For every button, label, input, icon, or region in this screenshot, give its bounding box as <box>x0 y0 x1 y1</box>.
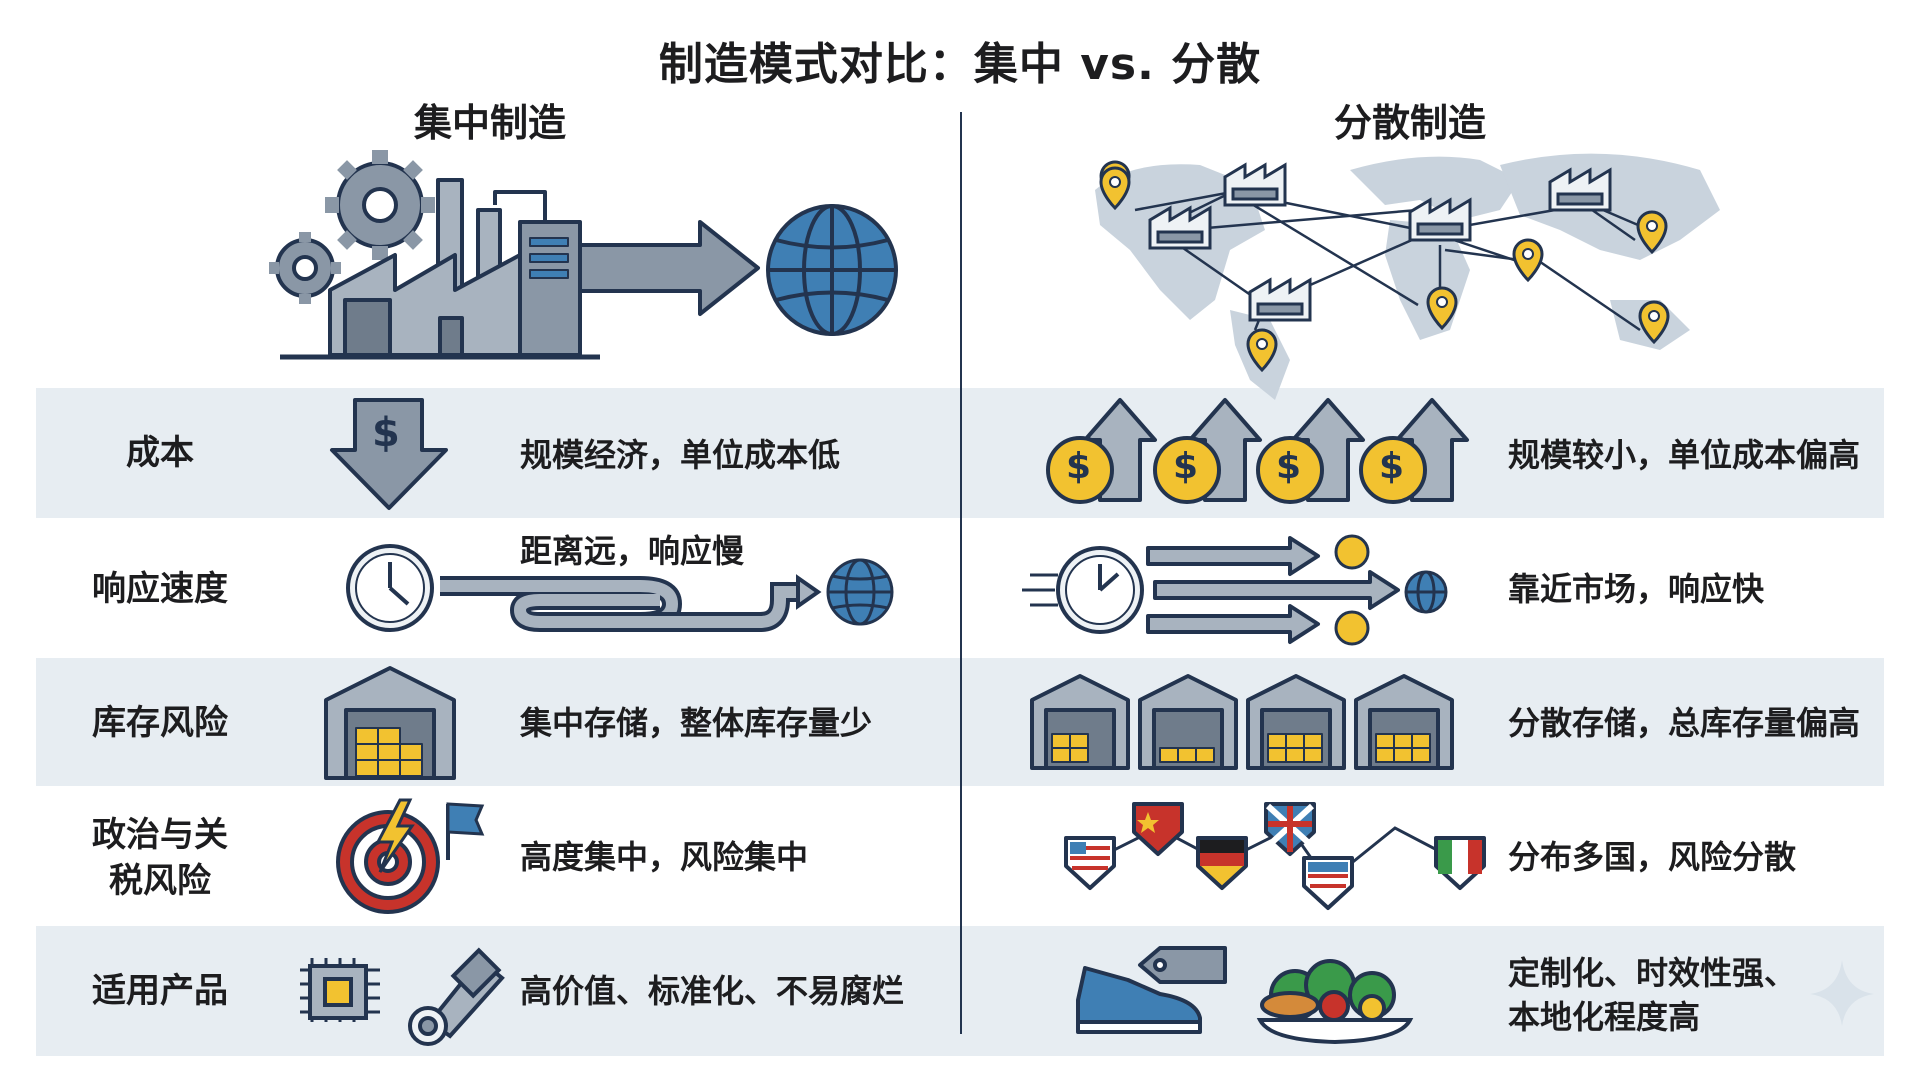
centralized-factory-illustration <box>269 150 898 360</box>
distributed-world-map-illustration <box>1095 153 1720 400</box>
factory-icon <box>1408 197 1472 242</box>
warehouse-icon <box>1138 674 1238 770</box>
coin-dollar-icon: $ <box>1066 446 1092 487</box>
political-centralized-desc: 高度集中，风险集中 <box>520 838 809 876</box>
coin-dollar-icon: $ <box>1379 446 1405 487</box>
us-flag-shield-icon <box>1302 856 1354 910</box>
globe-icon <box>1404 570 1448 614</box>
row-label-response: 响应速度 <box>92 569 228 609</box>
row-label-political-line1: 政治与关 <box>92 815 228 855</box>
factory-icon <box>1548 167 1612 212</box>
germany-flag-shield-icon <box>1196 836 1248 890</box>
sparkle-icon <box>1810 960 1874 1026</box>
clock-icon <box>346 544 434 632</box>
clock-icon <box>1056 546 1144 634</box>
sneaker-icon <box>1076 966 1202 1034</box>
globe-icon <box>826 558 894 626</box>
factory-icon <box>1148 205 1212 250</box>
slow-route-illustration <box>346 544 894 632</box>
row-label-products: 适用产品 <box>92 971 228 1011</box>
coin-dollar-icon: $ <box>1173 446 1199 487</box>
dollar-sign-icon: $ <box>372 410 400 456</box>
fast-delivery-illustration <box>1022 534 1448 646</box>
column-header-distributed: 分散制造 <box>1333 101 1486 145</box>
factory-icon <box>1223 162 1287 207</box>
cost-centralized-desc: 规模经济，单位成本低 <box>520 436 841 474</box>
multi-country-shields-illustration <box>1064 802 1486 910</box>
custom-products-illustration <box>1076 946 1414 1045</box>
row-label-inventory: 库存风险 <box>92 703 228 743</box>
cost-distributed-desc: 规模较小，单位成本偏高 <box>1508 436 1861 474</box>
gear-icon <box>325 150 435 260</box>
inventory-centralized-desc: 集中存储，整体库存量少 <box>520 704 873 742</box>
high-value-products-illustration <box>300 947 505 1046</box>
political-distributed-desc: 分布多国，风险分散 <box>1508 838 1797 876</box>
coin-dollar-icon: $ <box>1276 446 1302 487</box>
cost-rising-coins-illustration <box>1046 398 1469 504</box>
lens-part-icon <box>408 947 505 1046</box>
row-label-political-line2: 税风险 <box>109 861 211 901</box>
products-distributed-desc-line2: 本地化程度高 <box>1508 998 1701 1036</box>
location-pin-icon <box>1334 610 1370 646</box>
location-pin-icon <box>1334 534 1370 570</box>
products-distributed-desc-line1: 定制化、时效性强、 <box>1508 954 1797 992</box>
fresh-produce-icon <box>1256 959 1414 1045</box>
factory-icon <box>1248 277 1312 322</box>
central-warehouse-icon <box>324 666 456 780</box>
target-risk-icon <box>336 798 485 914</box>
center-divider-overlay <box>960 112 962 1034</box>
response-distributed-desc: 靠近市场，响应快 <box>1508 570 1765 608</box>
row-label-cost: 成本 <box>126 433 194 473</box>
chip-icon <box>300 958 380 1022</box>
page-title: 制造模式对比：集中 vs. 分散 <box>658 39 1262 90</box>
uk-flag-shield-icon <box>1264 802 1316 856</box>
cost-down-arrow-icon <box>330 398 448 510</box>
coin-icon <box>1046 436 1427 504</box>
globe-icon <box>766 204 898 336</box>
warehouse-icon <box>1030 674 1130 770</box>
column-header-centralized: 集中制造 <box>413 101 566 145</box>
products-centralized-desc: 高价值、标准化、不易腐烂 <box>520 972 905 1010</box>
warehouse-icon <box>1246 674 1346 770</box>
us-flag-shield-icon <box>1064 836 1116 890</box>
gear-icon <box>269 232 341 304</box>
warehouse-icon <box>1354 674 1454 770</box>
response-centralized-desc: 距离远，响应慢 <box>520 532 745 570</box>
distributed-warehouses-illustration <box>1030 674 1454 770</box>
china-flag-shield-icon <box>1132 802 1184 856</box>
italy-flag-shield-icon <box>1434 836 1486 890</box>
inventory-distributed-desc: 分散存储，总库存量偏高 <box>1508 704 1861 742</box>
price-tag-icon <box>1138 946 1227 984</box>
